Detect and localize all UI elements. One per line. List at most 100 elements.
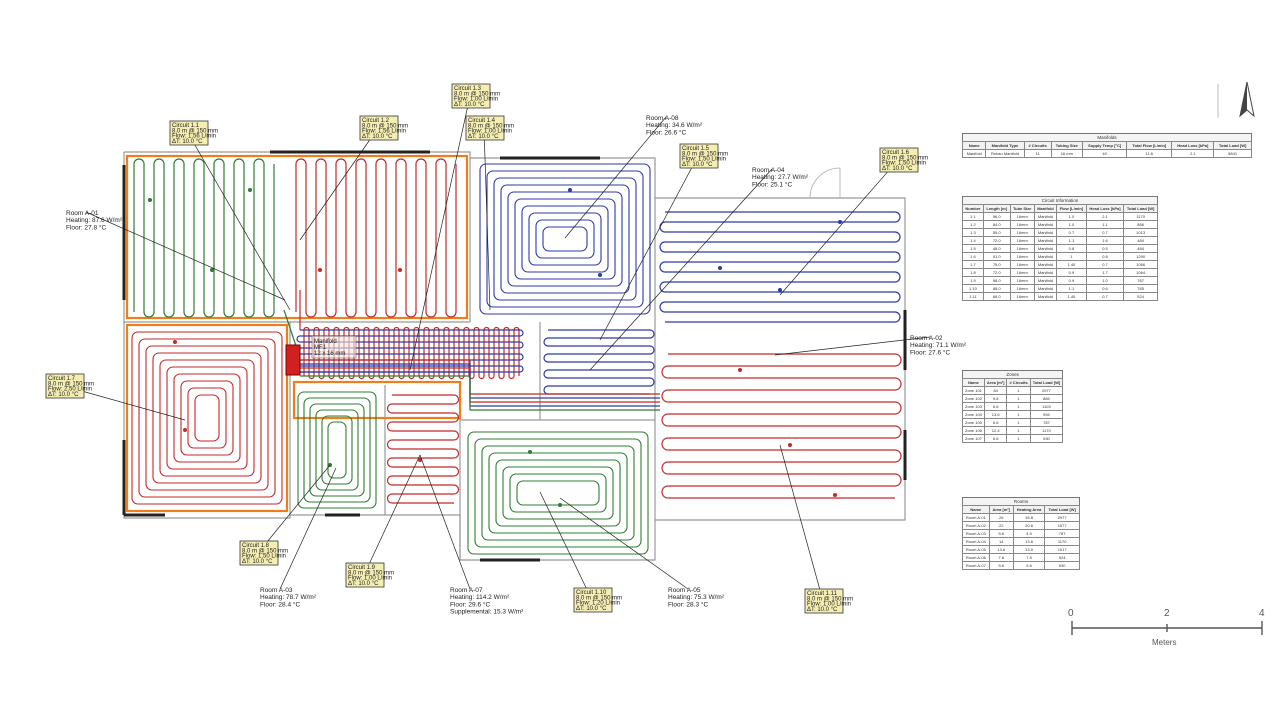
door-swing [809,167,841,199]
circuit-tag-line: Circuit 1.4 [468,118,496,124]
table-cell: 1.8 [962,268,984,277]
table-cell: 75.0 [982,260,1011,269]
room-label-line: Room A-04 [752,167,785,174]
circuit-tag-line: ΔT: 10.0 °C [242,559,273,565]
table-cell: 5.6 [983,418,1008,427]
table-cell: 16mm [1009,268,1035,277]
room-label-line: Floor: 25.1 °C [752,180,792,188]
manifolds-table-title: Manifolds [962,133,1252,141]
circuit-tag-line: 8.0 m @ 150 mm [576,595,622,601]
table-cell: Room A-06 [962,553,990,562]
circuit-tag-line: Flow: 1.00 L/min [454,97,498,103]
circuit-tag-line: 8.0 m @ 150 mm [682,151,728,157]
manifold-tag-line: Manifold [314,339,337,345]
table-cell: 13.6 [988,545,1014,554]
room-label-line: Room A-08 [646,115,679,122]
column-header: Head Loss [kPa] [1085,204,1125,213]
table-cell: 0.6 [1085,284,1125,293]
table-cell: 1.0 [1056,220,1087,229]
table-cell: 1.0 [1056,212,1087,221]
table-cell: 68.0 [982,292,1011,301]
circuit-tag-line: Circuit 1.6 [882,150,910,156]
room-label-line: Heating: 75.3 W/m² [668,594,725,601]
circuit-tag-line: 8.0 m @ 150 mm [362,123,408,129]
circuit-tag-line: Circuit 1.1 [172,123,200,129]
room-label-line: Floor: 27.6 °C [910,348,950,356]
supply-return-lines [283,290,660,411]
table-cell: 1 [1006,418,1031,427]
flow-markers [148,188,842,507]
table-cell: 9.8 [983,394,1008,403]
table-cell: 1013 [1123,228,1158,237]
column-header: Length [m] [982,204,1011,213]
circuit-tag-line: Circuit 1.7 [48,376,76,382]
table-cell: Room A-05 [962,545,990,554]
table-cell: 484 [1123,236,1158,245]
room-label-line: Floor: 29.6 °C [450,600,490,608]
circuit-tag-line: ΔT: 10.0 °C [348,581,379,587]
leader-r01 [85,211,286,301]
leader-c8 [257,464,331,554]
column-header: Name [962,378,985,387]
column-header: # Circuits [1006,378,1031,387]
table-cell: Rehau Manifold [985,149,1025,158]
table-cell: 13.0 [1012,545,1046,554]
column-header: Manifold [1033,204,1058,213]
table-cell: 0.5 [1085,244,1125,253]
table-cell: 524 [1123,292,1158,301]
table-cell: 16mm [1009,252,1035,261]
circuit-tag-line: ΔT: 10.0 °C [468,134,499,140]
table-cell: 0.7 [1056,228,1087,237]
heating-tubing [131,158,902,555]
table-cell: 1.1 [1085,220,1125,229]
circuit-tag-line: 8.0 m @ 150 mm [48,381,94,387]
table-cell: Manifold [1033,252,1058,261]
column-header: Area [m²] [988,505,1014,514]
table-cell: 886 [1123,220,1158,229]
table-cell: 1 [1006,434,1031,443]
column-header: Total Flow [L/min] [1126,141,1173,150]
table-cell: 1.1 [1056,236,1087,245]
table-cell: 22 [988,521,1014,530]
column-header: Tube Size [1009,204,1035,213]
table-cell: 1.6 [962,252,984,261]
table-cell: 0.7 [1085,292,1125,301]
circuit-tag-line: 8.0 m @ 150 mm [454,91,500,97]
circuit-tag-line: Flow: 1.50 L/min [242,554,286,560]
table-cell: 1170 [1029,426,1064,435]
table-cell: 11 [1023,149,1052,158]
table-cell: 1 [1006,410,1031,419]
table-cell: 1.1 [962,212,984,221]
room-label-line: Heating: 27.7 W/m² [752,174,809,181]
leader-r02 [774,336,931,356]
room-label-line: Room A-03 [260,587,293,594]
table-cell: Manifold [1033,260,1058,269]
room-label-line: Floor: 27.8 °C [66,223,106,231]
circuit-tag-line: Circuit 1.2 [362,118,390,124]
table-cell: 0.7 [1085,260,1125,269]
table-cell: 20.6 [1012,521,1046,530]
circuit-tag-line: 8.0 m @ 150 mm [882,155,928,161]
table-cell: 13.6 [983,410,1008,419]
table-cell: 5841 [1213,149,1252,158]
circuit-tag-line: ΔT: 10.0 °C [362,134,393,140]
